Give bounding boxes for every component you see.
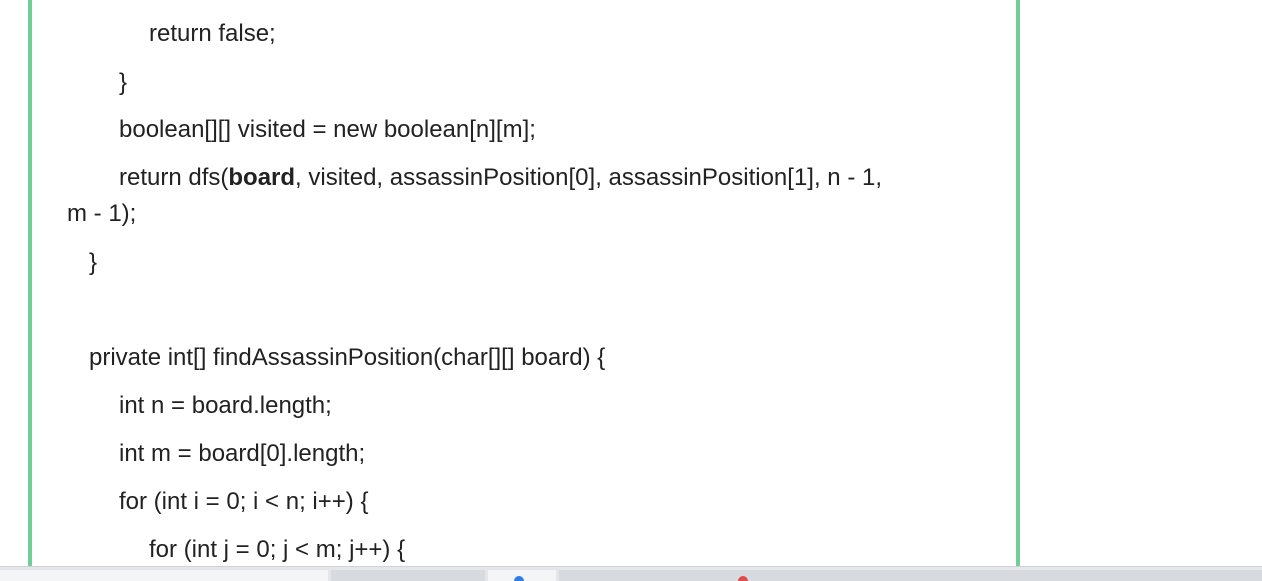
taskbar xyxy=(0,566,1262,581)
taskbar-segment[interactable] xyxy=(559,570,1262,581)
code-document-panel: return false; } boolean[][] visited = ne… xyxy=(28,0,1020,566)
code-line: for (int j = 0; j < m; j++) { xyxy=(149,536,406,563)
code-line: return false; xyxy=(149,20,276,47)
code-line: int m = board[0].length; xyxy=(119,440,366,467)
code-line: private int[] findAssassinPosition(char[… xyxy=(89,344,606,371)
code-bold-text: board xyxy=(228,164,296,191)
taskbar-segment[interactable] xyxy=(331,570,485,581)
code-text: , visited, assassinPosition[0], assassin… xyxy=(295,164,882,191)
code-line: } xyxy=(119,69,128,96)
app-icon-red[interactable] xyxy=(738,576,748,581)
code-line: return dfs(board, visited, assassinPosit… xyxy=(119,161,882,195)
code-text: return dfs( xyxy=(119,164,229,191)
code-line: } xyxy=(89,249,98,276)
code-line: boolean[][] visited = new boolean[n][m]; xyxy=(119,116,536,143)
code-line: int n = board.length; xyxy=(119,392,332,419)
app-icon-blue[interactable] xyxy=(514,576,524,581)
taskbar-segment[interactable] xyxy=(0,570,328,581)
taskbar-segment[interactable] xyxy=(488,570,556,581)
code-line: m - 1); xyxy=(67,200,137,227)
code-line: for (int i = 0; i < n; i++) { xyxy=(119,488,369,515)
